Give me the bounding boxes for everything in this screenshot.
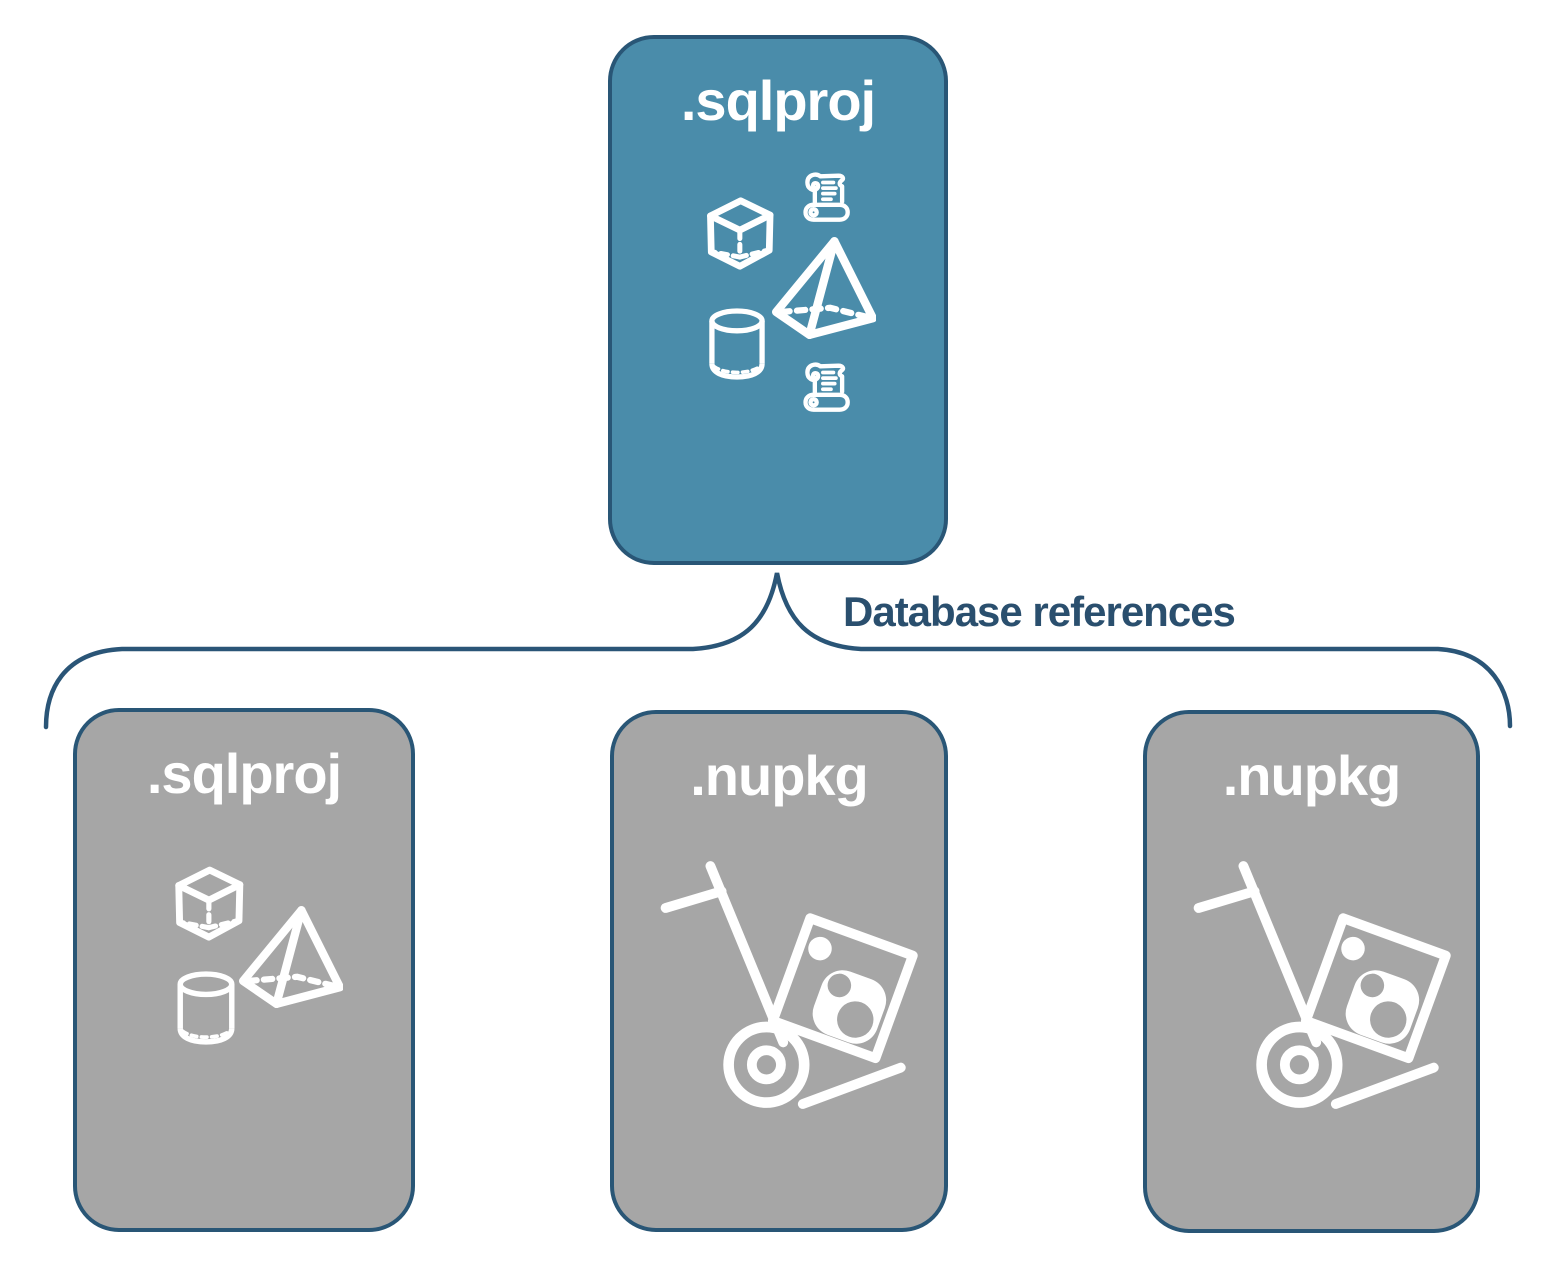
- cube-icon: [697, 189, 781, 273]
- child-node-nupkg-2: .nupkg: [1143, 710, 1480, 1233]
- cylinder-icon: [704, 307, 770, 383]
- node-title: .sqlproj: [680, 69, 876, 132]
- child-node-nupkg-1: .nupkg: [610, 710, 948, 1232]
- node-title: .nupkg: [1222, 744, 1402, 807]
- handtruck-package-icon: [646, 838, 926, 1118]
- pyramid-icon: [772, 235, 876, 339]
- node-title: .nupkg: [690, 744, 869, 807]
- pyramid-icon: [239, 904, 343, 1008]
- handtruck-package-icon: [1179, 838, 1459, 1118]
- root-node-sqlproj: .sqlproj: [608, 35, 948, 565]
- scroll-icon: [795, 167, 857, 229]
- node-title: .sqlproj: [146, 742, 342, 805]
- child-node-sqlproj: .sqlproj: [73, 708, 415, 1232]
- scroll-icon: [795, 357, 857, 419]
- cylinder-icon: [172, 970, 240, 1048]
- edge-label-database-references: Database references: [843, 588, 1236, 635]
